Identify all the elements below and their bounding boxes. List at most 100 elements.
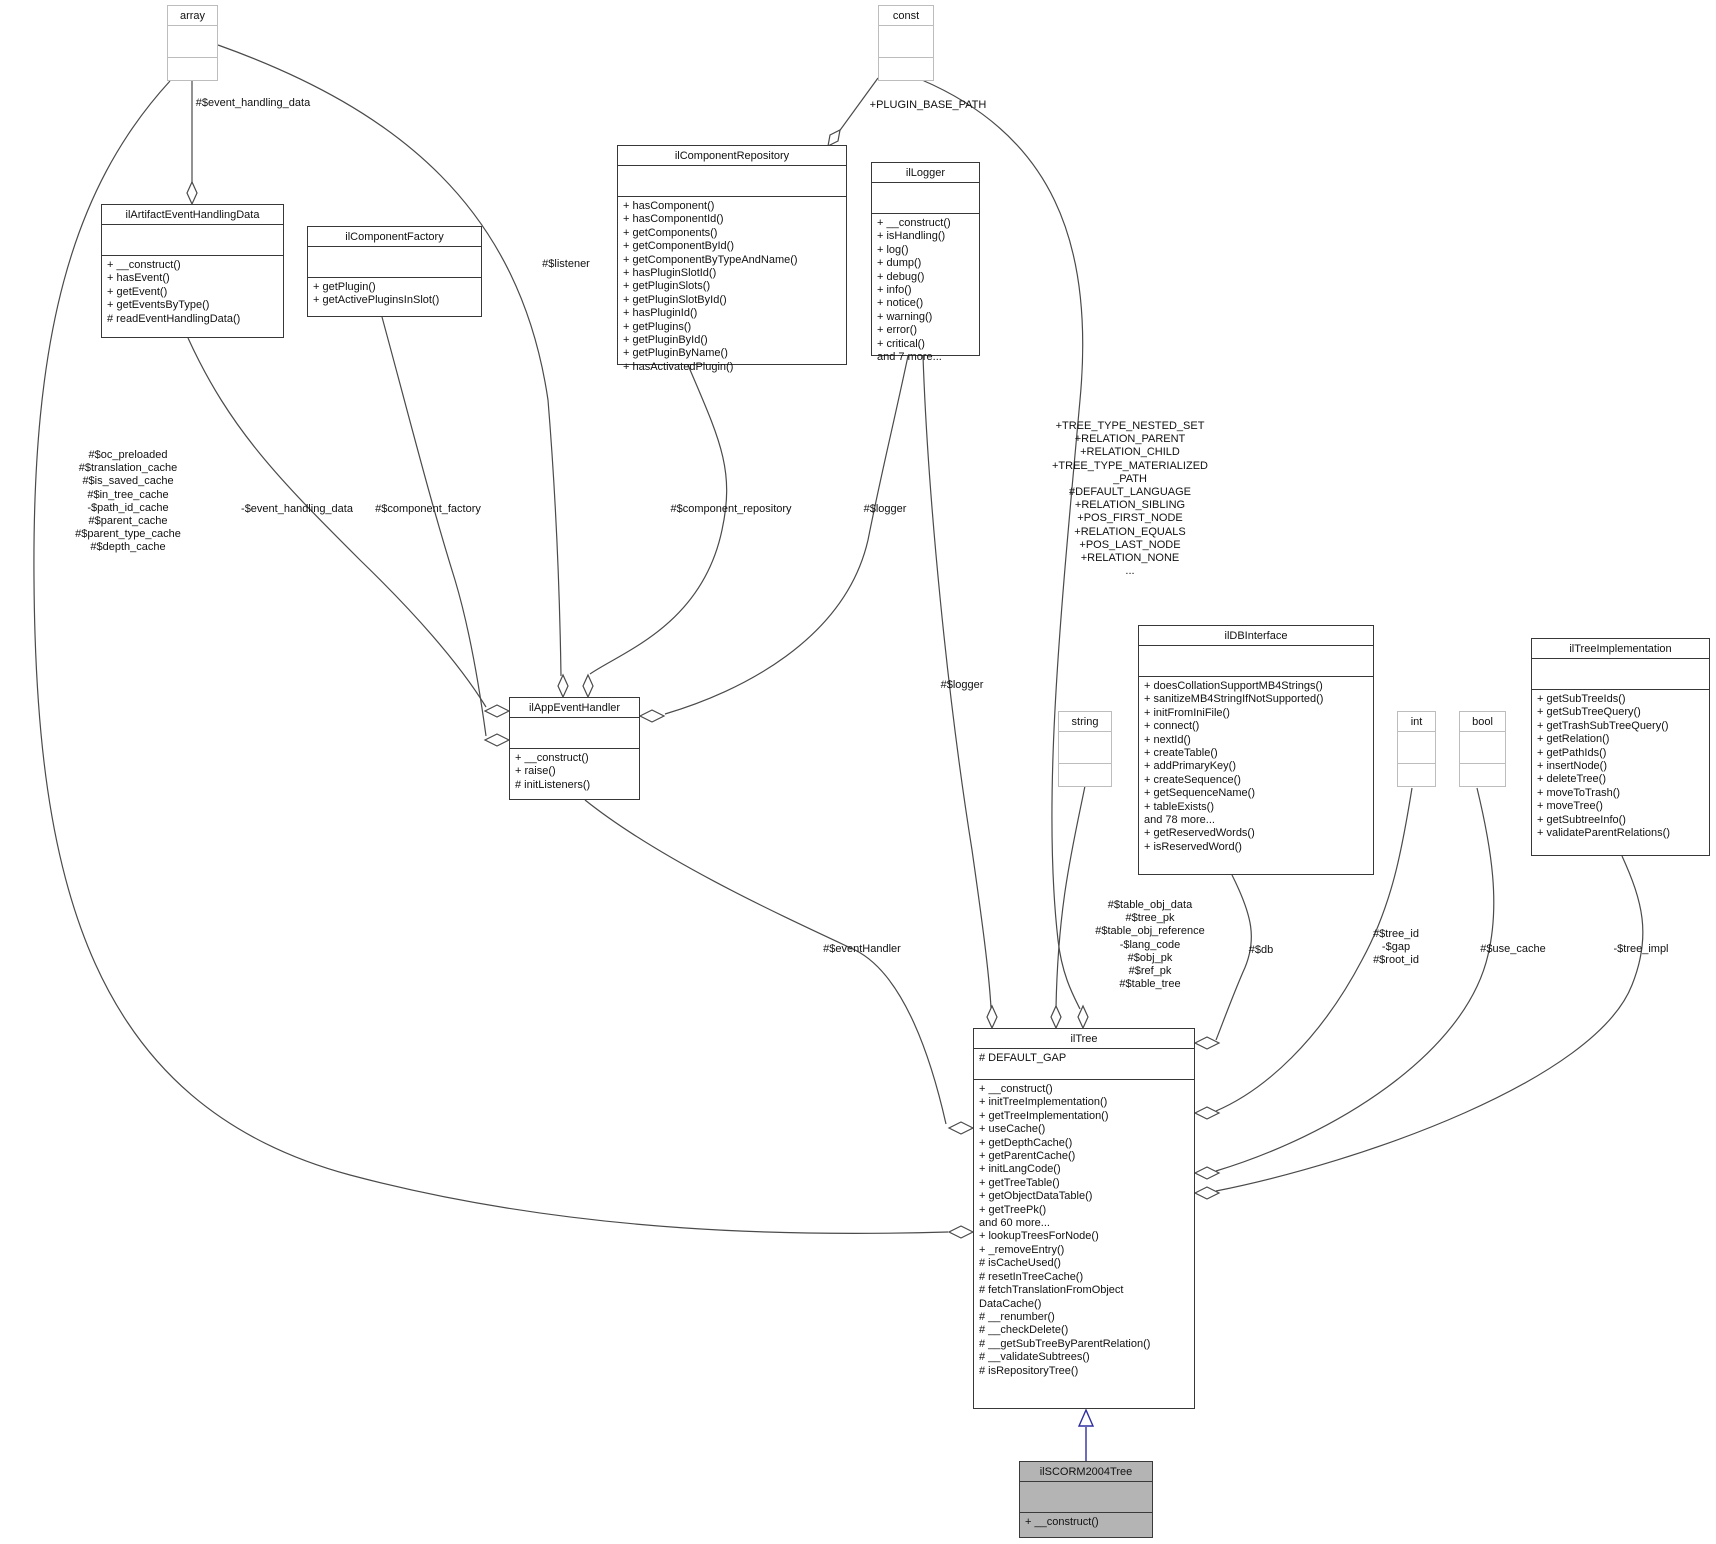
attributes-compartment bbox=[308, 247, 481, 278]
class-box-bool: bool bbox=[1459, 711, 1506, 787]
attribute-line: # DEFAULT_GAP bbox=[979, 1052, 1067, 1064]
edge-db-to-iltree bbox=[1215, 874, 1252, 1041]
edge-label-line: #$tree_pk bbox=[1125, 912, 1175, 925]
method-line: + _removeEntry() bbox=[979, 1243, 1065, 1256]
edge-label-line: +RELATION_SIBLING bbox=[1074, 499, 1186, 512]
edge-label-listener: #$listener bbox=[542, 258, 590, 270]
class-title: ilArtifactEventHandlingData bbox=[102, 205, 283, 225]
attributes-compartment bbox=[618, 166, 846, 197]
class-box-iltree[interactable]: ilTree # DEFAULT_GAP + __construct()+ in… bbox=[973, 1028, 1195, 1409]
method-line: + createSequence() bbox=[1144, 773, 1241, 786]
method-line: + tableExists() bbox=[1144, 800, 1214, 813]
class-box-iltreeimplementation[interactable]: ilTreeImplementation + getSubTreeIds()+ … bbox=[1531, 638, 1710, 856]
methods-compartment bbox=[168, 58, 217, 80]
edge-int-to-iltree bbox=[1215, 787, 1413, 1112]
edge-label-int-fields: #$tree_id-$gap#$root_id bbox=[1373, 928, 1419, 968]
methods-compartment: + getPlugin()+ getActivePluginsInSlot() bbox=[308, 278, 481, 316]
method-line: + getPlugins() bbox=[623, 320, 692, 333]
method-line: + error() bbox=[877, 324, 918, 337]
method-line: # fetchTranslationFromObject bbox=[979, 1284, 1124, 1297]
class-title: const bbox=[879, 6, 933, 26]
method-line: DataCache() bbox=[979, 1297, 1042, 1310]
method-line: + getPluginSlots() bbox=[623, 280, 711, 293]
method-line: # __renumber() bbox=[979, 1310, 1055, 1323]
method-line: + getActivePluginsInSlot() bbox=[313, 294, 440, 307]
method-line: + __construct() bbox=[515, 752, 589, 764]
attributes-compartment bbox=[510, 718, 639, 749]
attributes-compartment bbox=[1460, 732, 1505, 764]
method-line: # isRepositoryTree() bbox=[979, 1364, 1079, 1377]
method-line: + isHandling() bbox=[877, 230, 946, 243]
edge-label-line: _PATH bbox=[1113, 472, 1147, 485]
class-title: ilTreeImplementation bbox=[1532, 639, 1709, 659]
attributes-compartment bbox=[1532, 659, 1709, 690]
class-box-string: string bbox=[1058, 711, 1112, 787]
edge-apphandler-to-iltree bbox=[584, 799, 947, 1125]
method-line: + getPluginById() bbox=[623, 334, 708, 347]
edge-label-event-handling-data: #$event_handling_data bbox=[195, 97, 311, 109]
attributes-compartment bbox=[879, 26, 933, 58]
edge-label-line: -$path_id_cache bbox=[87, 501, 169, 514]
class-box-ilartifacteventhandlingdata[interactable]: ilArtifactEventHandlingData + __construc… bbox=[101, 204, 284, 338]
aggregation-diamond-iltree-const bbox=[1077, 1004, 1089, 1030]
aggregation-diamond-iltree-string bbox=[1050, 1004, 1062, 1030]
method-line: + createTable() bbox=[1144, 747, 1218, 760]
class-title: ilDBInterface bbox=[1139, 626, 1373, 646]
edge-array-to-iltree bbox=[33, 80, 949, 1235]
method-line: + __construct() bbox=[1025, 1516, 1099, 1528]
method-line: + moveTree() bbox=[1537, 800, 1603, 813]
edge-label-use-cache: #$use_cache bbox=[1480, 943, 1546, 955]
class-box-ilappeventhandler[interactable]: ilAppEventHandler + __construct()+ raise… bbox=[509, 697, 640, 800]
edge-label-line: +POS_LAST_NODE bbox=[1079, 538, 1181, 551]
class-title: ilTree bbox=[974, 1029, 1194, 1049]
edge-repository-to-apphandler bbox=[589, 364, 728, 675]
method-line: + log() bbox=[877, 243, 909, 256]
edge-label-line: #$parent_cache bbox=[88, 515, 168, 528]
edge-const-to-repository bbox=[837, 77, 879, 134]
class-box-ilcomponentfactory[interactable]: ilComponentFactory + getPlugin()+ getAct… bbox=[307, 226, 482, 317]
method-line: + getTrashSubTreeQuery() bbox=[1537, 719, 1669, 732]
method-line: + initFromIniFile() bbox=[1144, 706, 1230, 719]
edge-array-to-apphandler bbox=[217, 44, 562, 677]
method-line: + __construct() bbox=[979, 1083, 1053, 1095]
edge-label-logger-iltree: #$logger bbox=[940, 679, 984, 691]
edge-label-event-handling-data-member: -$event_handling_data bbox=[241, 503, 353, 515]
method-line: + hasComponent() bbox=[623, 200, 715, 212]
edge-label-table-fields: #$table_obj_data#$tree_pk#$table_obj_ref… bbox=[1095, 899, 1204, 991]
method-line: + insertNode() bbox=[1537, 760, 1608, 773]
class-box-array: array bbox=[167, 5, 218, 81]
method-line: + lookupTreesForNode() bbox=[979, 1230, 1099, 1243]
attributes-compartment bbox=[1020, 1482, 1152, 1513]
edge-label-line: #$translation_cache bbox=[78, 462, 178, 475]
class-title: array bbox=[168, 6, 217, 26]
edge-label-line: #$parent_type_cache bbox=[75, 528, 181, 541]
class-title: ilAppEventHandler bbox=[510, 698, 639, 718]
method-line: + getObjectDataTable() bbox=[979, 1190, 1093, 1203]
edge-label-line: ... bbox=[1125, 565, 1135, 578]
method-line: + getRelation() bbox=[1537, 733, 1610, 746]
method-line: + hasEvent() bbox=[107, 272, 170, 285]
class-box-illogger[interactable]: ilLogger + __construct()+ isHandling()+ … bbox=[871, 162, 980, 363]
methods-compartment bbox=[1059, 764, 1111, 786]
aggregation-diamond-iltree-eventhandler bbox=[947, 1121, 975, 1135]
edge-label-line: #$is_saved_cache bbox=[82, 475, 174, 488]
method-line: + getComponentById() bbox=[623, 240, 734, 253]
methods-compartment: + __construct()+ hasEvent()+ getEvent()+… bbox=[102, 256, 283, 337]
method-line: # __validateSubtrees() bbox=[979, 1351, 1090, 1364]
method-line: + getSubTreeQuery() bbox=[1537, 706, 1641, 719]
edge-label-tree-impl: -$tree_impl bbox=[1613, 943, 1669, 955]
method-line: + getPluginSlotById() bbox=[623, 293, 727, 306]
edge-label-line: #$depth_cache bbox=[90, 541, 166, 554]
class-box-ilscorm2004tree: ilSCORM2004Tree + __construct() bbox=[1019, 1461, 1153, 1538]
method-line: + hasPluginSlotId() bbox=[623, 267, 717, 280]
method-line: + connect() bbox=[1144, 720, 1200, 733]
class-title: ilLogger bbox=[872, 163, 979, 183]
edge-label-component-factory: #$component_factory bbox=[375, 503, 481, 515]
class-box-ilcomponentrepository[interactable]: ilComponentRepository + hasComponent()+ … bbox=[617, 145, 847, 373]
method-line: + dump() bbox=[877, 257, 922, 270]
edge-label-line: #$table_tree bbox=[1119, 978, 1181, 991]
class-box-ildbinterface[interactable]: ilDBInterface + doesCollationSupportMB4S… bbox=[1138, 625, 1374, 875]
edge-label-line: -$gap bbox=[1381, 941, 1411, 954]
method-line: + hasPluginId() bbox=[623, 307, 698, 320]
